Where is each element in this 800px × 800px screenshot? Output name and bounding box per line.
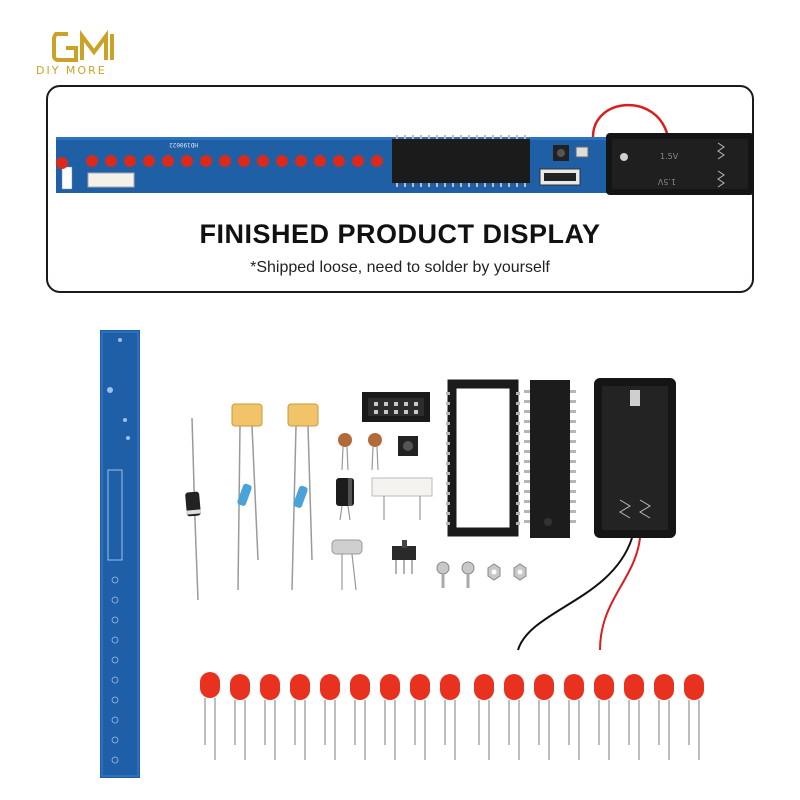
ceramic-capacitors [338,433,382,471]
banner-title: FINISHED PRODUCT DISPLAY [199,219,601,249]
ic-socket [446,379,520,537]
brand-tagline: DIY MORE [36,64,107,77]
svg-text:HD190022: HD190022 [169,141,198,148]
banner-subtitle: *Shipped loose, need to solder by yourse… [250,259,550,276]
dm-logo-icon [52,30,114,62]
led-16 [654,674,674,760]
microcontroller-chip [524,380,576,538]
battery-holder [517,378,676,651]
battery-label: 1.5V [660,152,679,161]
led-7 [380,674,400,760]
led-9 [440,674,460,760]
brand-logo: DIY MORE [30,30,140,80]
led-10 [474,674,494,760]
led-14 [594,674,614,760]
led-12 [534,674,554,760]
battery-label-2: 1.5V [657,177,676,186]
slide-switch [392,540,416,574]
electrolytic-capacitor [336,478,354,521]
led-2 [230,674,250,760]
led-3 [260,674,280,760]
loose-leds [200,672,704,760]
led-5 [320,674,340,760]
led-6 [350,674,370,760]
finished-product-banner: HD190022 [46,85,754,293]
led-4 [290,674,310,760]
led-13 [564,674,584,760]
white-module [371,477,433,520]
led-17 [684,674,704,760]
led-8 [410,674,430,760]
led-1 [200,672,220,760]
diode [185,417,201,601]
tactile-button [398,436,418,456]
light-sensor-1 [231,403,263,591]
board-leds [56,155,383,169]
light-sensor-2 [287,403,319,591]
bare-pcb [100,330,140,778]
crystal-oscillator [331,539,363,591]
led-15 [624,674,644,760]
pin-header-connector [362,392,430,422]
assembled-board-photo: HD190022 [56,103,754,195]
led-11 [504,674,524,760]
screws-and-nuts [436,561,527,588]
